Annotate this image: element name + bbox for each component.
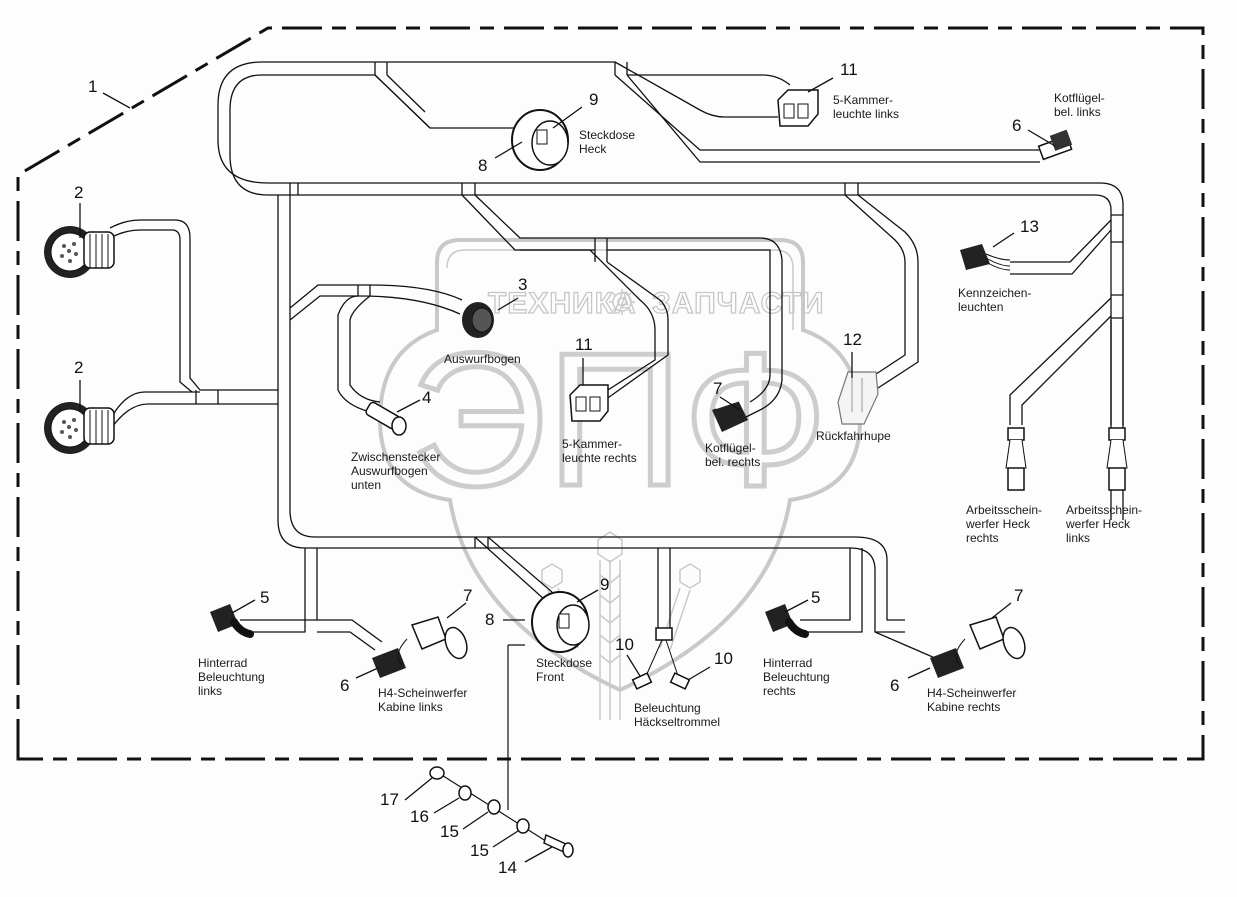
watermark-text-right: ЗАПЧАСТИ xyxy=(652,287,824,320)
connector-6-kotfluegel-links[interactable] xyxy=(1037,129,1073,161)
connector-5-hinterrad-rechts[interactable] xyxy=(765,604,809,638)
callout-13: 13 xyxy=(1020,217,1039,236)
callout-17: 17 xyxy=(380,790,399,809)
nut-17 xyxy=(429,766,445,780)
label-kotfluegel-rechts: Kotflügel- bel. rechts xyxy=(705,441,761,469)
label-5-kammer-links: 5-Kammer- leuchte links xyxy=(833,93,900,121)
label-hinterrad-rechts: Hinterrad Beleuchtung rechts xyxy=(763,656,830,698)
mounting-hardware[interactable] xyxy=(429,644,574,858)
callout-2b: 2 xyxy=(74,358,84,377)
callout-11a: 11 xyxy=(840,60,858,79)
callout-7a: 7 xyxy=(713,379,723,398)
connector-7-kotfluegel-rechts[interactable] xyxy=(712,399,748,432)
leader-lines xyxy=(79,77,1056,863)
watermark-big-letters: ЭПФ xyxy=(410,314,828,526)
callout-10b: 10 xyxy=(714,649,733,668)
harness-assembly-outline xyxy=(16,26,1205,761)
callout-11b: 11 xyxy=(575,335,593,354)
gear-icon xyxy=(609,289,635,315)
callout-7b: 7 xyxy=(463,586,473,605)
label-beleuchtung-haeckseltrommel: Beleuchtung Häckseltrommel xyxy=(634,701,721,729)
callout-6b: 6 xyxy=(340,676,350,695)
callout-15b: 15 xyxy=(470,841,489,860)
label-steckdose-heck: Steckdose Heck xyxy=(579,128,636,156)
callout-9a: 9 xyxy=(589,90,599,109)
connector-13-kennzeichen[interactable] xyxy=(960,244,1011,271)
lamp-connector-11-links[interactable] xyxy=(777,89,819,127)
label-steckdose-front: Steckdose Front xyxy=(536,656,593,684)
harness-cables xyxy=(109,61,1124,659)
callout-6c: 6 xyxy=(890,676,900,695)
washer-15b xyxy=(516,818,530,834)
connector-2a[interactable] xyxy=(44,226,115,278)
callout-3: 3 xyxy=(518,275,528,294)
label-zwischenstecker: Zwischenstecker Auswurfbogen unten xyxy=(351,450,441,492)
callout-12: 12 xyxy=(843,330,862,349)
label-hinterrad-links: Hinterrad Beleuchtung links xyxy=(198,656,265,698)
callout-8b: 8 xyxy=(485,610,495,629)
callout-9b: 9 xyxy=(600,575,610,594)
callout-5b: 5 xyxy=(811,588,821,607)
connector-7-h4-links[interactable] xyxy=(397,616,471,666)
callout-7c: 7 xyxy=(1014,586,1024,605)
socket-front-8-9[interactable] xyxy=(531,591,590,653)
label-auswurfbogen: Auswurfbogen xyxy=(444,352,521,366)
connector-5-hinterrad-links[interactable] xyxy=(210,604,254,638)
callout-6a: 6 xyxy=(1012,116,1022,135)
watermark-text-left: ТЕХНИКА xyxy=(488,287,637,320)
worklight-connector-rechts[interactable] xyxy=(1005,427,1027,491)
watermark: ТЕХНИКА ЗАПЧАСТИ ЭПФ xyxy=(377,238,863,720)
horn-connector-12[interactable] xyxy=(837,371,879,425)
connector-3-auswurfbogen[interactable] xyxy=(462,302,494,338)
washer-16 xyxy=(458,785,472,801)
watermark-shield xyxy=(377,238,863,693)
label-h4-rechts: H4-Scheinwerfer Kabine rechts xyxy=(927,686,1017,714)
callout-10a: 10 xyxy=(615,635,634,654)
label-kennzeichenleuchten: Kennzeichen- leuchten xyxy=(958,286,1032,314)
callout-8a: 8 xyxy=(478,156,488,175)
label-kotfluegel-links: Kotflügel- bel. links xyxy=(1054,91,1105,119)
callout-2a: 2 xyxy=(74,183,84,202)
connector-2b[interactable] xyxy=(44,402,115,454)
washer-15a xyxy=(487,799,501,815)
callout-15a: 15 xyxy=(440,822,459,841)
label-rueckfahrhupe: Rückfahrhupe xyxy=(816,429,891,443)
socket-rear-8-9[interactable] xyxy=(511,109,569,171)
callout-16: 16 xyxy=(410,807,429,826)
callout-1: 1 xyxy=(88,77,98,96)
lamp-connector-11-rechts[interactable] xyxy=(569,384,609,422)
label-arbeitsscheinwerfer-rechts: Arbeitsschein- werfer Heck rechts xyxy=(966,503,1043,545)
label-arbeitsscheinwerfer-links: Arbeitsschein- werfer Heck links xyxy=(1066,503,1143,545)
callout-14: 14 xyxy=(498,858,517,877)
connector-4-zwischenstecker[interactable] xyxy=(365,401,407,436)
connector-10-haeckseltrommel[interactable] xyxy=(631,627,691,690)
callout-4: 4 xyxy=(422,388,432,407)
callout-5a: 5 xyxy=(260,588,270,607)
label-5-kammer-rechts: 5-Kammer- leuchte rechts xyxy=(562,437,637,465)
label-h4-links: H4-Scheinwerfer Kabine links xyxy=(378,686,468,714)
worklight-connector-links[interactable] xyxy=(1106,427,1128,491)
connector-7-h4-rechts[interactable] xyxy=(955,616,1029,666)
